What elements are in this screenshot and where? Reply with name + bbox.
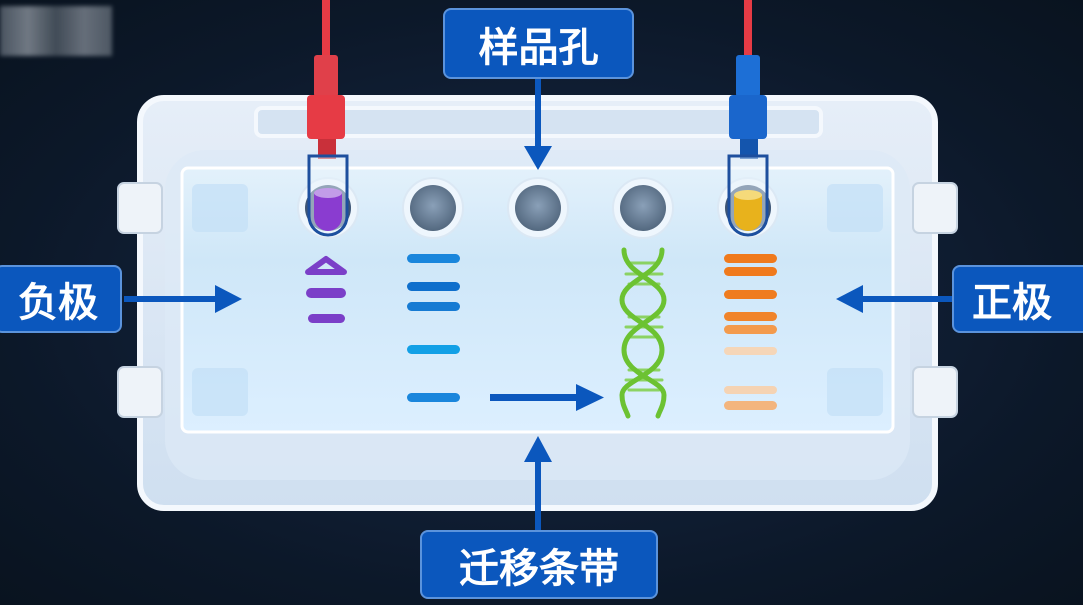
sample-tube-icon: [307, 154, 349, 237]
well-4: [612, 177, 674, 239]
positive-electrode-label: 正极: [952, 265, 1083, 333]
migration-bands-label: 迁移条带: [420, 530, 658, 599]
negative-electrode-lead: [307, 0, 349, 237]
arrow-icon: [490, 384, 604, 411]
blurred-watermark: [0, 6, 112, 56]
lane-2-bands: [407, 254, 460, 402]
sample-well-pointer-arrow: [524, 78, 552, 170]
lane-5-bands: [724, 254, 777, 410]
well-2: [402, 177, 464, 239]
bands-pointer-arrow: [524, 436, 552, 532]
sample-well-label: 样品孔: [443, 8, 634, 79]
negative-electrode-label: 负极: [0, 265, 122, 333]
positive-pointer-arrow: [836, 285, 952, 313]
well-3: [507, 177, 569, 239]
side-clips: [117, 182, 958, 418]
negative-pointer-arrow: [124, 285, 242, 313]
dna-helix-icon: [619, 247, 667, 419]
lane-1-bands: [305, 256, 347, 323]
sample-tube-icon: [727, 154, 769, 237]
positive-electrode-lead: [727, 0, 769, 237]
